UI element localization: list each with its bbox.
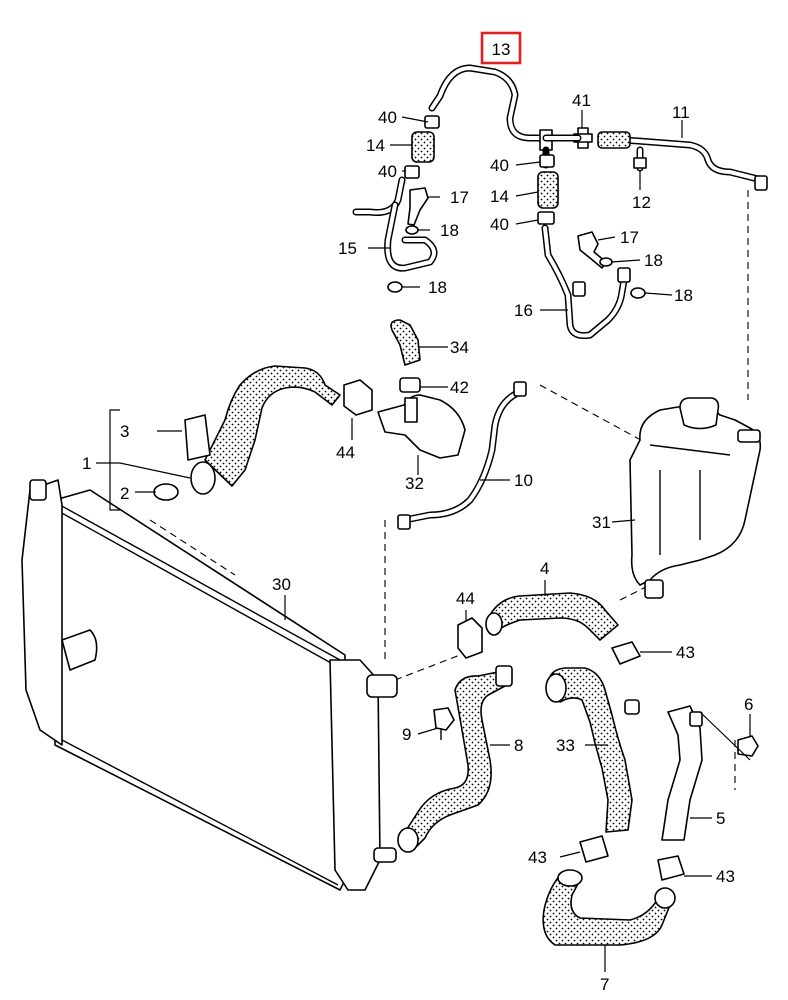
part-43-clip-upper — [611, 641, 641, 665]
callout-18-d[interactable]: 18 — [674, 286, 693, 305]
part-10-coolant-line — [397, 381, 527, 530]
callout-16[interactable]: 16 — [514, 301, 533, 320]
part-1-upper-hose — [153, 365, 341, 501]
callout-15[interactable]: 15 — [338, 239, 357, 258]
callout-6[interactable]: 6 — [744, 695, 753, 714]
callout-5[interactable]: 5 — [716, 809, 725, 828]
highlight-box-13 — [480, 31, 522, 65]
part-30-radiator — [21, 479, 398, 891]
part-9-bolt — [433, 707, 455, 740]
callout-43-c[interactable]: 43 — [716, 867, 735, 886]
callout-14-a[interactable]: 14 — [366, 136, 385, 155]
part-44-bracket-upper — [343, 379, 373, 416]
callout-32[interactable]: 32 — [405, 474, 424, 493]
part-42-clip — [399, 377, 421, 393]
callout-43-a[interactable]: 43 — [676, 643, 695, 662]
part-11-coolant-line — [621, 136, 768, 191]
callout-42[interactable]: 42 — [450, 378, 469, 397]
callout-13[interactable]: 13 — [492, 40, 511, 59]
callout-18-b[interactable]: 18 — [428, 278, 447, 297]
callout-12[interactable]: 12 — [632, 193, 651, 212]
callout-44-a[interactable]: 44 — [336, 443, 355, 462]
part-16-coolant-line — [541, 224, 631, 339]
callout-labels: 13 40 14 40 17 18 15 18 41 11 40 14 40 1… — [82, 40, 753, 994]
callout-40-a[interactable]: 40 — [378, 108, 397, 127]
callout-10[interactable]: 10 — [514, 471, 533, 490]
part-7-hose — [542, 869, 676, 946]
callout-14-b[interactable]: 14 — [490, 187, 509, 206]
callout-31[interactable]: 31 — [592, 513, 611, 532]
callout-1[interactable]: 1 — [82, 454, 91, 473]
callout-7[interactable]: 7 — [600, 975, 609, 994]
part-17-bolt-left — [405, 187, 429, 235]
callout-8[interactable]: 8 — [514, 736, 523, 755]
callout-18-c[interactable]: 18 — [644, 251, 663, 270]
callout-2[interactable]: 2 — [120, 484, 129, 503]
part-17-bolt-middle — [577, 231, 646, 299]
part-5-coolant-pipe — [661, 705, 703, 841]
part-4-hose — [485, 592, 619, 641]
part-6-nut — [737, 735, 759, 757]
part-43-clip-mid — [579, 835, 609, 863]
part-31-expansion-tank — [629, 397, 762, 599]
callout-40-d[interactable]: 40 — [490, 215, 509, 234]
callout-17-b[interactable]: 17 — [620, 228, 639, 247]
callout-33[interactable]: 33 — [556, 736, 575, 755]
part-15-coolant-line — [352, 176, 438, 293]
callout-11[interactable]: 11 — [672, 103, 690, 122]
callout-44-b[interactable]: 44 — [456, 589, 475, 608]
callout-34[interactable]: 34 — [450, 338, 469, 357]
callout-9[interactable]: 9 — [402, 725, 411, 744]
callout-3[interactable]: 3 — [120, 422, 129, 441]
part-44-bracket-lower — [457, 617, 483, 659]
callout-30[interactable]: 30 — [272, 575, 291, 594]
part-33-hose — [545, 667, 640, 833]
callout-4[interactable]: 4 — [540, 559, 549, 578]
part-13-coolant-line — [428, 64, 549, 142]
callout-43-b[interactable]: 43 — [528, 848, 547, 867]
callout-40-c[interactable]: 40 — [490, 156, 509, 175]
callout-17-a[interactable]: 17 — [450, 188, 469, 207]
part-14-hose-middle — [537, 154, 559, 225]
part-11-hose-section — [597, 131, 631, 149]
part-34-hose — [390, 319, 421, 366]
part-14-hose-left — [404, 115, 440, 179]
part-32-flange — [377, 394, 466, 459]
part-8-hose — [397, 665, 513, 853]
callout-40-b[interactable]: 40 — [378, 162, 397, 181]
leader-lines — [96, 110, 751, 972]
callout-18-a[interactable]: 18 — [440, 221, 459, 240]
part-43-clip-right — [657, 855, 685, 881]
callout-41[interactable]: 41 — [572, 91, 591, 110]
